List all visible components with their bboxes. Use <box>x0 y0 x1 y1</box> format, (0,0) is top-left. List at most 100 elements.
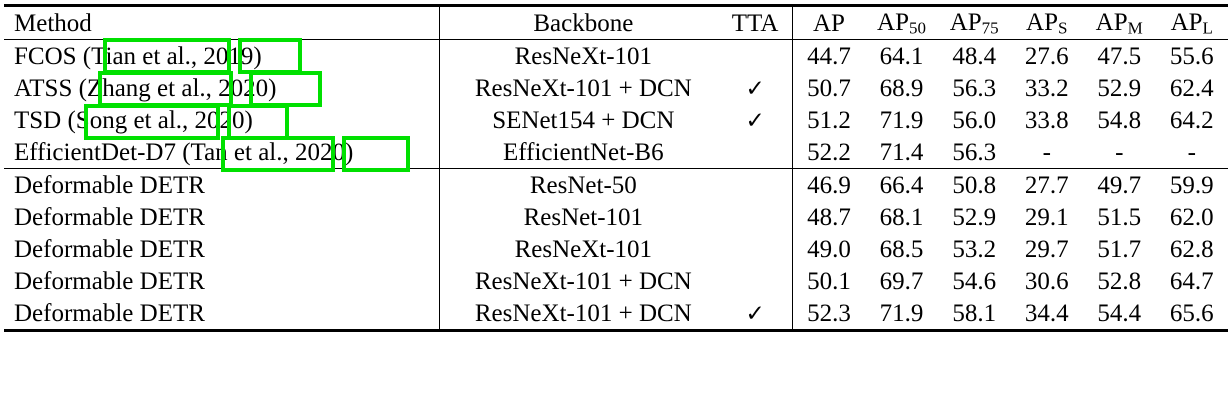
cell-apm: 52.9 <box>1097 74 1142 102</box>
cell-ap75: 52.9 <box>952 203 997 231</box>
cell-apm: 51.5 <box>1097 203 1142 231</box>
cell-aps: 29.1 <box>1024 203 1069 231</box>
column-header-aps-text: AP <box>1026 8 1058 36</box>
column-header-apm: APM <box>1082 4 1156 40</box>
results-table: Method Backbone TTA AP AP50 AP75 APS APM… <box>4 4 1228 332</box>
table-row: TSD (Song et al., 2020)SENet154 + DCN✓51… <box>4 104 1228 136</box>
cell-tta <box>726 39 793 72</box>
cell-ap50: 64.1 <box>865 39 938 72</box>
cell-tta: ✓ <box>726 297 793 332</box>
cell-ap75: 56.3 <box>952 74 997 102</box>
cell-ap75: 56.3 <box>952 138 997 166</box>
cell-method: FCOS (Tian et al., 2019) <box>4 39 440 72</box>
cell-ap: 50.1 <box>791 265 866 297</box>
cell-apm: 54.8 <box>1097 106 1142 134</box>
cell-apl: 65.6 <box>1155 297 1228 332</box>
cell-apm: - <box>1115 138 1124 166</box>
cell-aps: 29.7 <box>1024 235 1069 263</box>
column-header-aps-sub: S <box>1057 18 1068 38</box>
cell-tta <box>726 136 792 169</box>
cell-apm: 47.5 <box>1082 39 1156 72</box>
cell-aps: - <box>1042 138 1051 166</box>
cell-tta: ✓ <box>745 75 765 101</box>
cell-method: Deformable DETR <box>4 297 440 332</box>
cell-aps: 33.2 <box>1024 74 1069 102</box>
cell-ap: 44.7 <box>791 39 866 72</box>
cell-method: EfficientDet-D7 (Tan et al., 2020) <box>14 138 354 166</box>
annotation-box[interactable] <box>103 38 231 74</box>
table-row: ATSS (Zhang et al., 2020)ResNeXt-101 + D… <box>4 72 1228 104</box>
cell-apl: - <box>1187 138 1196 166</box>
table-header: Method Backbone TTA AP AP50 AP75 APS APM… <box>4 4 1228 40</box>
cell-ap75: 53.2 <box>952 235 997 263</box>
cell-ap50: 71.9 <box>879 106 924 134</box>
cell-apl: 55.6 <box>1155 39 1228 72</box>
annotation-box[interactable] <box>342 136 410 172</box>
cell-method: Deformable DETR <box>14 267 205 295</box>
column-header-method: Method <box>4 4 440 40</box>
cell-aps: 30.6 <box>1024 267 1069 295</box>
cell-backbone: ResNeXt-101 + DCN <box>439 72 727 104</box>
cell-aps: 34.4 <box>1010 297 1083 332</box>
annotation-box[interactable] <box>84 104 220 140</box>
column-header-ap-text: AP <box>813 9 845 37</box>
cell-tta <box>726 265 792 297</box>
cell-tta <box>726 168 793 201</box>
cell-backbone: ResNeXt-101 + DCN <box>439 265 727 297</box>
cell-ap: 50.7 <box>791 72 866 104</box>
annotation-box[interactable] <box>221 136 335 172</box>
cell-apm: 49.7 <box>1082 168 1156 201</box>
column-header-apm-sub: M <box>1127 18 1143 38</box>
cell-ap: 46.9 <box>791 168 866 201</box>
cell-apl: 62.8 <box>1169 235 1214 263</box>
cell-ap: 49.0 <box>791 233 866 265</box>
cell-backbone: ResNeXt-101 <box>439 39 727 72</box>
column-header-ap: AP <box>791 4 866 40</box>
cell-backbone: ResNet-101 <box>439 201 727 233</box>
cell-ap75: 48.4 <box>937 39 1011 72</box>
column-header-aps: APS <box>1010 4 1083 40</box>
annotation-box[interactable] <box>227 104 289 140</box>
cell-backbone: SENet154 + DCN <box>439 104 727 136</box>
cell-ap75: 58.1 <box>937 297 1011 332</box>
column-header-tta: TTA <box>726 4 793 40</box>
cell-ap50: 68.1 <box>879 203 924 231</box>
cell-tta: ✓ <box>745 107 765 133</box>
cell-aps: 33.8 <box>1024 106 1069 134</box>
cell-backbone: EfficientNet-B6 <box>439 136 727 169</box>
cell-method: Deformable DETR <box>4 168 440 201</box>
annotation-box[interactable] <box>238 38 302 74</box>
column-header-ap50-sub: 50 <box>909 18 926 38</box>
cell-backbone: ResNet-50 <box>439 168 727 201</box>
column-header-apl-text: AP <box>1170 8 1203 36</box>
cell-ap50: 68.5 <box>879 235 924 263</box>
cell-ap75: 56.0 <box>952 106 997 134</box>
cell-method: TSD (Song et al., 2020) <box>14 106 253 134</box>
column-header-ap50-text: AP <box>877 8 909 36</box>
column-header-apl: APL <box>1155 4 1228 40</box>
cell-ap50: 71.9 <box>865 297 938 332</box>
cell-ap75: 54.6 <box>952 267 997 295</box>
cell-apl: 64.7 <box>1169 267 1214 295</box>
annotation-box[interactable] <box>249 71 322 107</box>
column-header-ap75-sub: 75 <box>981 18 999 38</box>
annotation-box[interactable] <box>98 71 233 107</box>
column-header-apl-sub: L <box>1202 18 1213 38</box>
cell-apm: 52.8 <box>1097 267 1142 295</box>
cell-apm: 54.4 <box>1082 297 1156 332</box>
cell-method: Deformable DETR <box>14 235 205 263</box>
cell-apl: 59.9 <box>1155 168 1228 201</box>
cell-ap: 52.2 <box>791 136 866 169</box>
column-header-backbone: Backbone <box>439 4 727 40</box>
cell-ap: 48.7 <box>791 201 866 233</box>
cell-apl: 64.2 <box>1169 106 1214 134</box>
column-header-ap50: AP50 <box>865 4 938 40</box>
cell-apl: 62.4 <box>1169 74 1214 102</box>
header-row: Method Backbone TTA AP AP50 AP75 APS APM… <box>4 4 1228 40</box>
